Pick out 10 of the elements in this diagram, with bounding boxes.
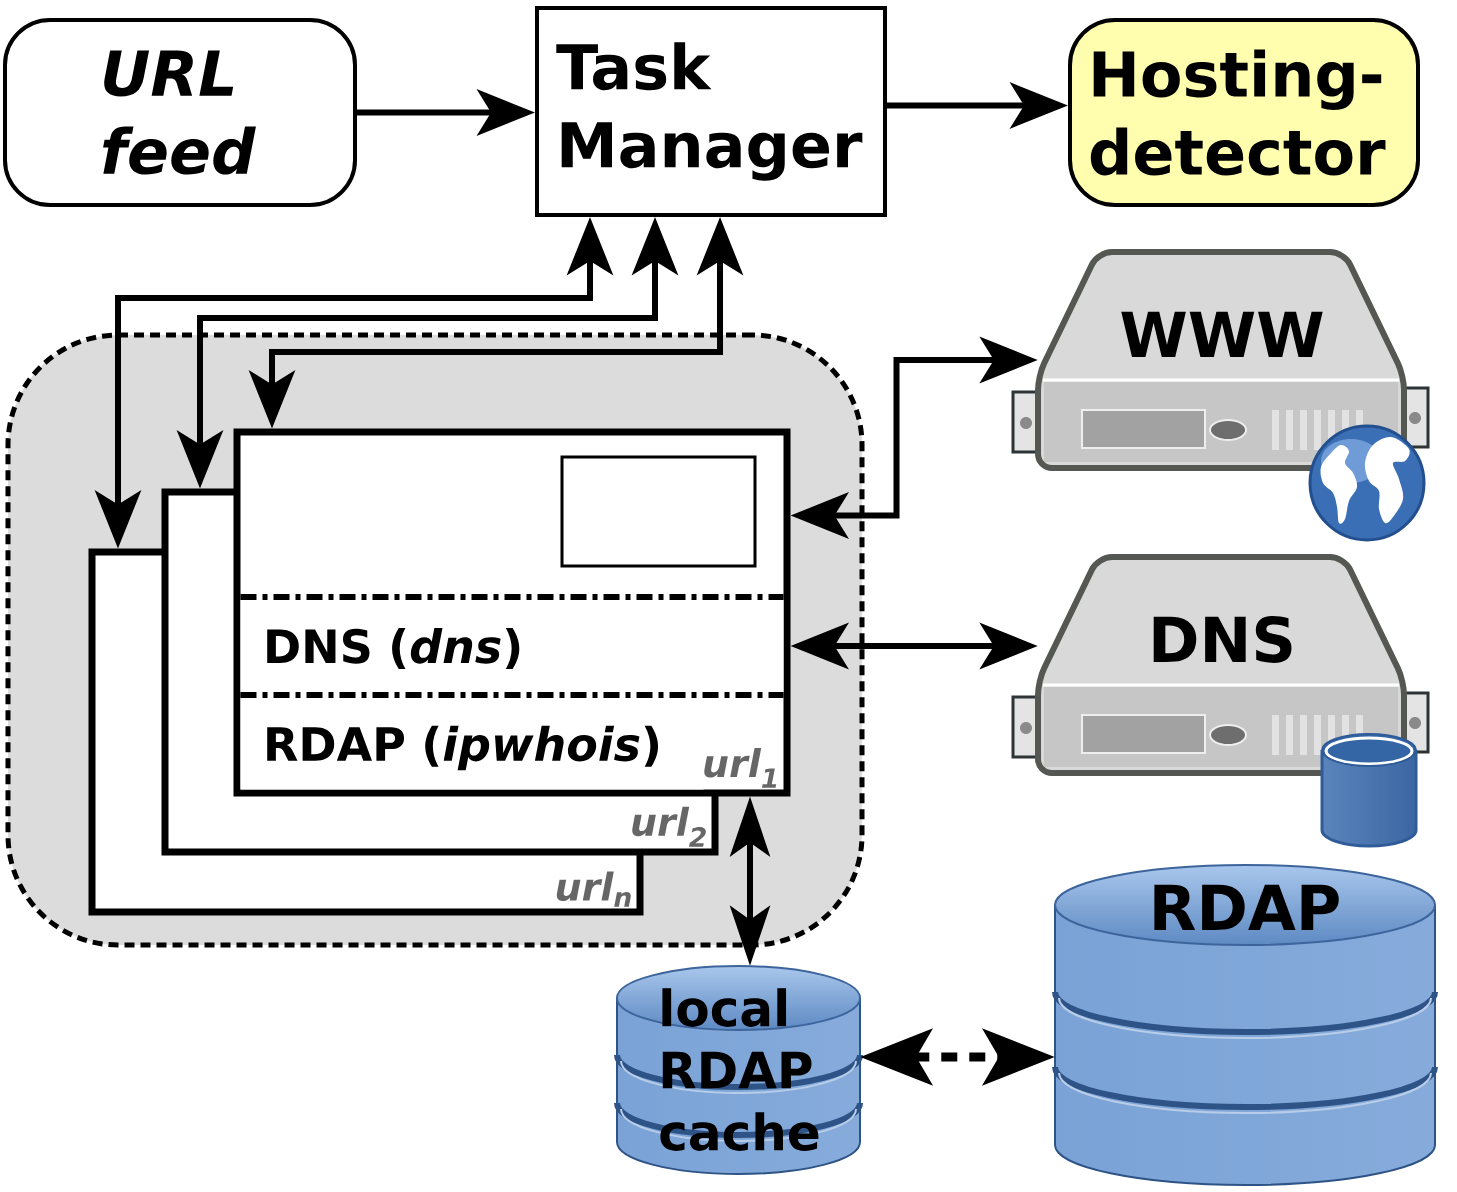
process-box: Task Manager (535, 6, 887, 217)
database: RDAP (1052, 864, 1438, 1186)
server-drawing: WWW (1011, 249, 1430, 471)
database: local RDAP cache (614, 965, 863, 1175)
box-section: DNS (dns) (240, 594, 784, 698)
inner-box (560, 455, 757, 568)
rounded-box: URL feed (3, 18, 357, 207)
box-section: RDAP (ipwhois) (240, 698, 704, 790)
rounded-box: Hosting-detector (1068, 18, 1420, 207)
server-drawing: DNS (1011, 554, 1430, 776)
